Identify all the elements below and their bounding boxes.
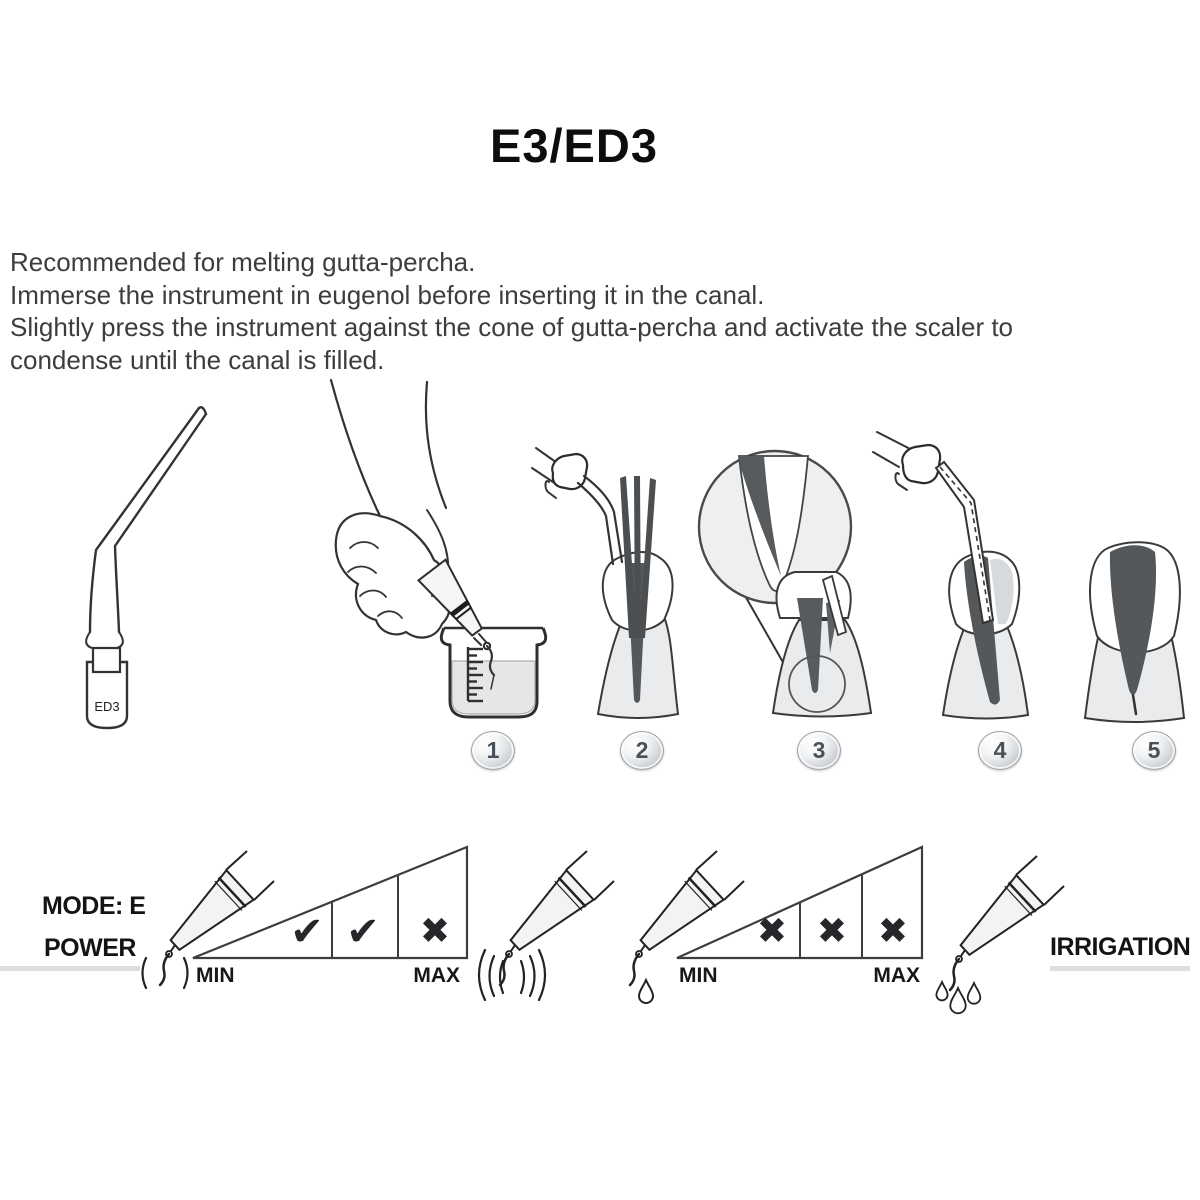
tooth-root xyxy=(771,619,873,718)
canal-gutta-percha xyxy=(797,598,823,693)
scaler-tip-single-drop-icon xyxy=(628,849,746,1004)
step3-magnified-canal-illustration xyxy=(697,449,873,718)
power-mark-high: ✖ xyxy=(420,911,450,952)
irrigation-scale-triangle: ✖ ✖ ✖ MIN MAX xyxy=(676,845,924,987)
water-drops-icon xyxy=(935,979,982,1015)
step-number: 2 xyxy=(635,737,649,763)
scaler-shaft xyxy=(934,460,995,625)
canal-gutta-percha xyxy=(1109,545,1157,695)
mode-label: MODE: E xyxy=(42,892,146,920)
canal-gutta-percha xyxy=(964,555,1000,705)
water-drop-icon xyxy=(637,977,655,1004)
step1-hand-beaker-illustration xyxy=(329,378,548,719)
power-label: POWER xyxy=(44,934,136,962)
power-min-label: MIN xyxy=(196,964,235,987)
irrigation-divider xyxy=(1050,966,1190,971)
step-number: 3 xyxy=(812,737,826,763)
gutta-percha-cones xyxy=(620,476,656,638)
instructions-text: Recommended for melting gutta-percha. Im… xyxy=(10,247,1014,375)
scaler-tip-high-vibration-icon xyxy=(477,849,616,1002)
zoom-region-circle xyxy=(788,655,846,713)
irrigation-max-label: MAX xyxy=(873,964,920,987)
eugenol-liquid xyxy=(451,660,536,715)
power-divider xyxy=(0,966,140,971)
irrigation-mark-high: ✖ xyxy=(878,911,908,952)
settings-band: ✔ ✔ ✖ MIN MAX ✖ ✖ ✖ MIN MAX xyxy=(141,845,1066,1015)
gutta-percha-wedge xyxy=(739,456,781,576)
power-scale-triangle: ✔ ✔ ✖ MIN MAX xyxy=(192,845,469,987)
step-number: 1 xyxy=(486,737,500,763)
page-title: E3/ED3 xyxy=(490,119,658,172)
beaker-graduation-marks xyxy=(466,647,483,703)
power-mark-mid: ✔ xyxy=(346,909,380,955)
step-badge-5: 5 xyxy=(1132,731,1176,770)
step-badge-1: 1 xyxy=(471,731,515,770)
irrigation-mark-mid: ✖ xyxy=(817,911,847,952)
scaler-tip xyxy=(821,574,848,637)
illustration-band: ED3 xyxy=(85,378,1186,730)
step5-filled-canal-illustration xyxy=(1083,541,1186,723)
scaler-nut xyxy=(551,452,589,491)
handpiece-cone xyxy=(416,558,484,637)
irrigation-mark-low: ✖ xyxy=(757,911,787,952)
step4-condense-illustration xyxy=(872,431,1030,720)
step-badge-2: 2 xyxy=(620,731,664,770)
scaler-tip-multi-drop-icon xyxy=(935,854,1066,1015)
irrigation-label: IRRIGATION xyxy=(1050,933,1191,961)
step2-tooth-cones-illustration xyxy=(531,447,680,719)
step-badge-4: 4 xyxy=(978,731,1022,770)
scaler-tip-low-vibration-icon xyxy=(141,849,276,990)
power-mark-low: ✔ xyxy=(290,909,324,955)
power-max-label: MAX xyxy=(413,964,460,987)
step-badge-3: 3 xyxy=(797,731,841,770)
scaler-nut xyxy=(901,443,942,485)
irrigation-min-label: MIN xyxy=(679,964,718,987)
ed3-tip-illustration: ED3 xyxy=(85,406,208,730)
ed3-tip-label: ED3 xyxy=(94,699,119,714)
step-number: 5 xyxy=(1147,737,1161,763)
step-number: 4 xyxy=(993,737,1007,763)
